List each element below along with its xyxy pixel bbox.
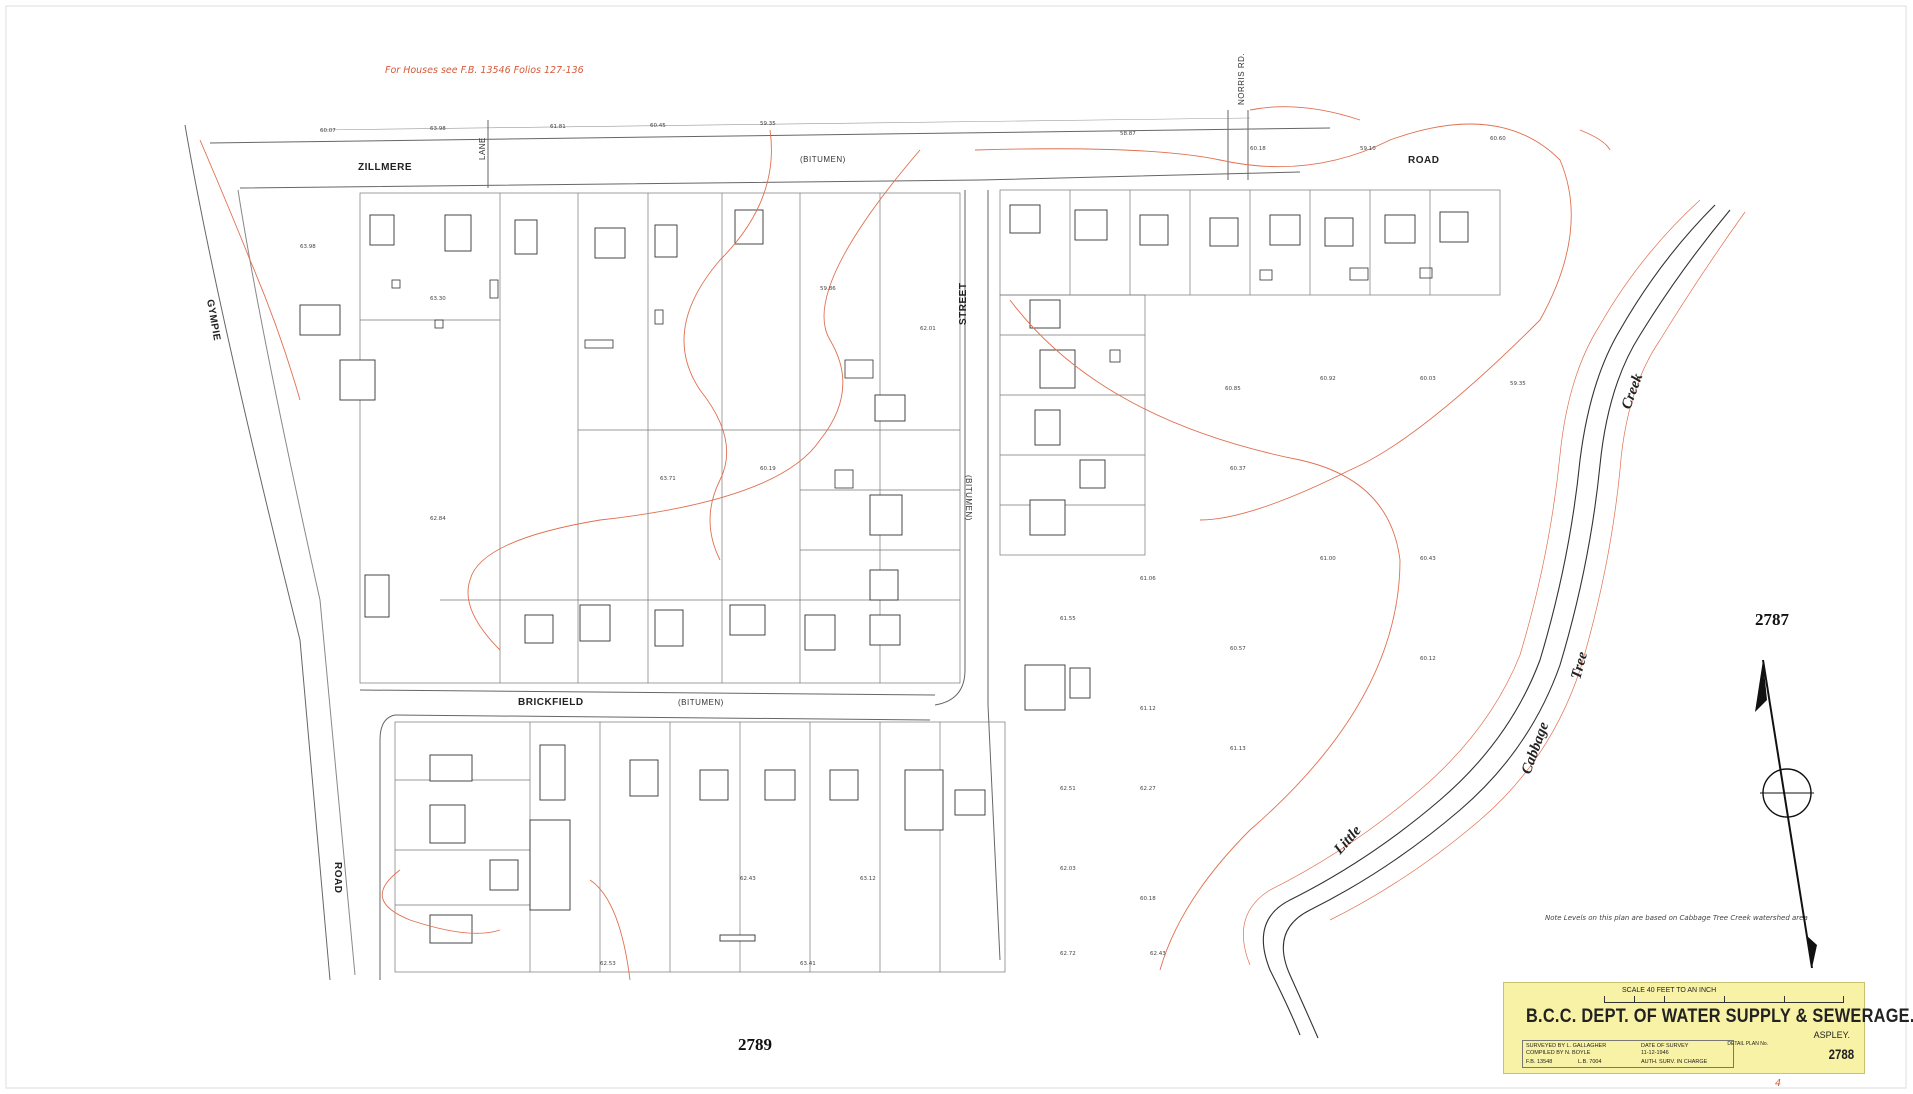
lot-boundaries [359,189,1501,973]
svg-text:62.01: 62.01 [920,326,936,332]
svg-text:60.92: 60.92 [1320,376,1336,382]
road-label-zillmere-road: ROAD [1408,155,1439,166]
creek-word-tree: Tree [1568,650,1591,681]
svg-text:63.41: 63.41 [800,961,816,967]
svg-text:62.51: 62.51 [1060,786,1076,792]
scale-bar [1604,996,1844,1003]
creek-word-cabbage: Cabbage [1519,720,1553,777]
brickfield-surface-label: (BITUMEN) [678,698,724,707]
svg-text:60.45: 60.45 [650,123,666,129]
creek-word-creek: Creek [1619,371,1647,411]
suburb-name: ASPLEY. [1813,1030,1850,1040]
svg-text:63.71: 63.71 [660,476,676,482]
department-title: B.C.C. DEPT. OF WATER SUPPLY & SEWERAGE. [1526,1006,1913,1027]
svg-text:61.13: 61.13 [1230,746,1246,752]
svg-text:59.10: 59.10 [1360,146,1376,152]
svg-text:61.00: 61.00 [1320,556,1336,562]
street-surface-label: (BITUMEN) [964,475,973,521]
compiled-by: COMPILED BY N. BOYLE [1526,1050,1591,1056]
svg-text:60.43: 60.43 [1420,556,1436,562]
levels-note: Note Levels on this plan are based on Ca… [1545,914,1808,922]
svg-text:58.87: 58.87 [1120,131,1136,137]
road-label-street: STREET [958,283,969,325]
svg-text:63.98: 63.98 [430,126,446,132]
adjacent-sheet-south: 2789 [738,1035,772,1054]
level-book: L.B. 7004 [1578,1059,1602,1065]
svg-text:59.86: 59.86 [820,286,836,292]
road-label-brickfield: BRICKFIELD [518,697,584,708]
sheds [391,267,1433,489]
spot-levels: 60.07 63.98 61.81 60.45 59.35 58.87 60.18 59.… [300,121,1526,967]
svg-text:63.12: 63.12 [860,876,876,882]
survey-details-table: SURVEYED BY L. GALLAGHER COMPILED BY N. … [1522,1040,1734,1068]
road-linework [184,110,1331,981]
surveyed-by: SURVEYED BY L. GALLAGHER [1526,1043,1607,1049]
authority-label: AUTH. SURV. IN CHARGE [1641,1059,1708,1065]
svg-text:62.43: 62.43 [740,876,756,882]
svg-text:60.19: 60.19 [760,466,776,472]
field-book: F.B. 13548 [1526,1059,1553,1065]
svg-text:62.72: 62.72 [1060,951,1076,957]
road-label-zillmere: ZILLMERE [358,162,412,173]
svg-text:60.85: 60.85 [1225,386,1241,392]
svg-text:60.18: 60.18 [1250,146,1266,152]
header-note: For Houses see F.B. 13546 Folios 127-136 [385,65,584,76]
svg-text:60.12: 60.12 [1420,656,1436,662]
svg-text:62.43: 62.43 [1150,951,1166,957]
svg-text:59.35: 59.35 [1510,381,1526,387]
svg-text:59.35: 59.35 [760,121,776,127]
svg-text:60.60: 60.60 [1490,136,1506,142]
svg-text:62.53: 62.53 [600,961,616,967]
contour-lines [199,106,1611,981]
svg-text:63.30: 63.30 [430,296,446,302]
date-of-survey: 11-12-1946 [1641,1050,1669,1056]
adjacent-sheet-east: 2787 [1755,610,1790,629]
creek-banks [1243,199,1746,1039]
svg-text:61.06: 61.06 [1140,576,1156,582]
scale-label: SCALE 40 FEET TO AN INCH [1622,987,1717,994]
road-label-norris: NORRIS RD. [1237,53,1246,105]
building-footprints [299,204,1469,944]
title-block: SCALE 40 FEET TO AN INCH B.C.C. DEPT. OF… [1503,982,1913,1074]
road-label-gympie: GYMPIE [204,299,222,342]
svg-text:60.37: 60.37 [1230,466,1246,472]
plan-number: 2788 [1828,1046,1854,1062]
svg-text:63.98: 63.98 [300,244,316,250]
svg-text:61.55: 61.55 [1060,616,1076,622]
zillmere-surface-label: (BITUMEN) [800,155,846,164]
svg-text:62.84: 62.84 [430,516,446,522]
svg-text:62.03: 62.03 [1060,866,1076,872]
svg-text:60.57: 60.57 [1230,646,1246,652]
svg-text:60.07: 60.07 [320,128,336,134]
svg-text:60.18: 60.18 [1140,896,1156,902]
road-label-lane: LANE [478,137,487,160]
svg-text:61.81: 61.81 [550,124,566,130]
svg-text:62.27: 62.27 [1140,786,1156,792]
road-label-gympie-road: ROAD [332,862,343,893]
date-of-survey-label: DATE OF SURVEY [1641,1043,1689,1049]
plan-label: DETAIL PLAN No. [1727,1041,1768,1047]
svg-text:61.12: 61.12 [1140,706,1156,712]
svg-text:60.03: 60.03 [1420,376,1436,382]
corner-mark: 4 [1775,1078,1781,1089]
north-arrow-icon [1755,659,1817,969]
